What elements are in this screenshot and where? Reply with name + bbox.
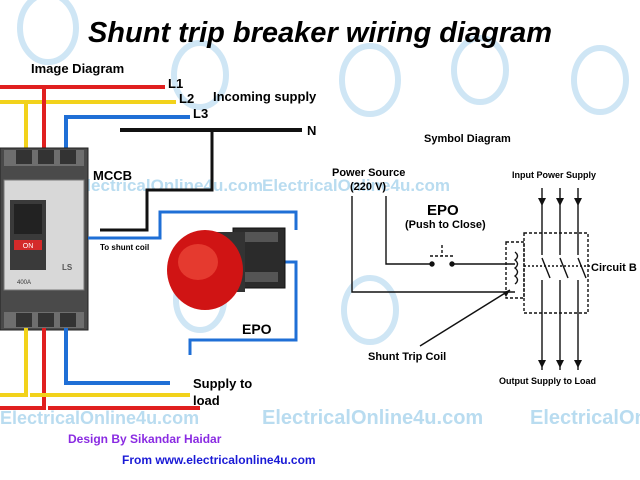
pole-arrow-icon xyxy=(503,198,582,368)
to-shunt-coil-label: To shunt coil xyxy=(100,243,149,252)
line-l2-label: L2 xyxy=(179,91,194,106)
epo-symbol-label: EPO xyxy=(427,202,459,219)
symbol-circuit xyxy=(351,188,590,370)
breaker-on-label: ON xyxy=(23,243,34,250)
power-source-label: Power Source xyxy=(332,167,405,179)
breaker-rating-label: 400A xyxy=(17,280,31,286)
circuit-breaker-label: Circuit B xyxy=(591,262,637,274)
shunt-trip-coil-label: Shunt Trip Coil xyxy=(368,351,446,363)
watermark-text: ElectricalOnline4u.com xyxy=(530,407,640,429)
watermark-text: ElectricalOnline4u.com xyxy=(0,408,199,428)
page-title: Shunt trip breaker wiring diagram xyxy=(88,17,552,49)
power-source-voltage: (220 V) xyxy=(350,181,386,193)
supply-to-load-label-2: load xyxy=(193,393,220,408)
input-power-supply-label: Input Power Supply xyxy=(512,170,596,180)
epo-push-to-close: (Push to Close) xyxy=(405,219,486,231)
epo-button-image xyxy=(167,227,286,310)
watermark-text: ElectricalOnline4u.com xyxy=(75,176,263,195)
mccb-breaker: ON 400A LS xyxy=(0,147,89,331)
watermark-text: ElectricalOnline4u.com xyxy=(262,176,450,195)
incoming-wires xyxy=(0,85,302,232)
epo-label: EPO xyxy=(242,321,272,337)
incoming-supply-label: Incoming supply xyxy=(213,89,317,104)
line-l3-label: L3 xyxy=(193,106,208,121)
watermark-text: ElectricalOnline4u.com xyxy=(262,407,483,429)
credit-design: Design By Sikandar Haidar xyxy=(68,432,222,446)
output-wires xyxy=(0,328,200,410)
mccb-label: MCCB xyxy=(93,168,132,183)
image-diagram-label: Image Diagram xyxy=(31,61,124,76)
line-l1-label: L1 xyxy=(168,76,183,91)
neutral-label: N xyxy=(307,123,316,138)
breaker-brand-label: LS xyxy=(62,263,73,272)
credit-from: From www.electricalonline4u.com xyxy=(122,453,316,467)
symbol-diagram-label: Symbol Diagram xyxy=(424,133,511,145)
shunt-coil-wires xyxy=(88,210,298,355)
output-supply-label: Output Supply to Load xyxy=(499,376,596,386)
supply-to-load-label: Supply to xyxy=(193,376,252,391)
